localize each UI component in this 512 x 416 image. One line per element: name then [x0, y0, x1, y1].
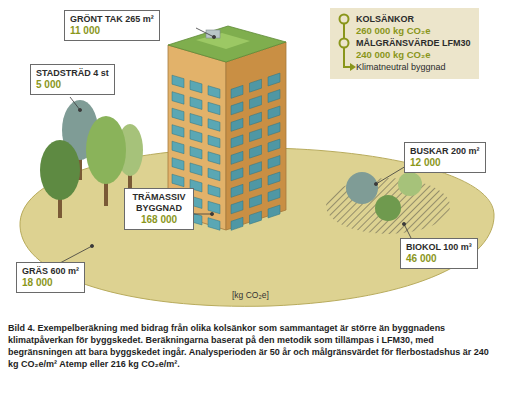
window	[190, 80, 202, 93]
window	[231, 151, 243, 164]
callout-value: 12 000	[410, 157, 480, 169]
window	[268, 123, 280, 136]
window	[172, 108, 184, 121]
callout-value: 5 000	[36, 79, 109, 91]
window	[231, 201, 243, 214]
bush	[346, 172, 378, 204]
window	[268, 205, 280, 218]
callout-title: TRÄMASSIV BYGGNAD	[130, 192, 188, 214]
window	[268, 73, 280, 86]
callout-box: BUSKAR 200 m²12 000	[404, 142, 486, 173]
callout-box: STADSTRÄD 4 st5 000	[30, 64, 115, 95]
window	[231, 118, 243, 131]
bullet-circle	[340, 39, 349, 48]
figure-caption: Bild 4. Exempelberäkning med bidrag från…	[8, 322, 500, 370]
window	[172, 158, 184, 171]
panel-value: 260 000 kg CO₂e	[336, 25, 471, 37]
window	[208, 152, 220, 165]
tree	[86, 116, 126, 184]
window	[172, 141, 184, 154]
window	[231, 102, 243, 115]
window	[208, 218, 220, 231]
arrow-head	[350, 63, 356, 71]
green-roof	[168, 26, 286, 62]
window	[268, 106, 280, 119]
callout-value: 18 000	[22, 277, 79, 289]
window	[268, 156, 280, 169]
callout-title: BUSKAR 200 m²	[410, 146, 480, 157]
panel-value: 240 000 kg CO₂e	[336, 49, 471, 61]
unit-label: [kg CO₂e]	[232, 290, 269, 300]
window	[250, 112, 262, 125]
window	[250, 162, 262, 175]
window	[268, 189, 280, 202]
window	[208, 135, 220, 148]
window	[190, 146, 202, 159]
window	[172, 75, 184, 88]
window	[190, 163, 202, 176]
callout-value: 11 000	[70, 25, 154, 37]
panel-label: Klimatneutral byggnad	[336, 61, 471, 73]
callout-box: TRÄMASSIV BYGGNAD168 000	[124, 188, 194, 230]
window	[250, 129, 262, 142]
panel-label: KOLSÄNKOR	[336, 13, 471, 25]
window	[190, 113, 202, 126]
window	[190, 130, 202, 143]
callout-title: GRÖNT TAK 265 m²	[70, 14, 154, 25]
callout-title: STADSTRÄD 4 st	[36, 68, 109, 79]
window	[208, 201, 220, 214]
window	[208, 168, 220, 181]
panel-label: MÅLGRÄNSVÄRDE LFM30	[336, 37, 471, 49]
callout-value: 46 000	[406, 253, 472, 265]
callout-value: 168 000	[130, 214, 188, 226]
biochar-area	[326, 178, 450, 234]
callout-box: GRÄS 600 m²18 000	[16, 262, 85, 293]
window	[208, 102, 220, 115]
window	[190, 97, 202, 110]
window	[250, 145, 262, 158]
window	[231, 85, 243, 98]
window	[250, 178, 262, 191]
window	[231, 184, 243, 197]
window	[208, 119, 220, 132]
tree	[40, 140, 80, 200]
window	[208, 86, 220, 99]
bush	[398, 172, 422, 196]
building-right-face	[226, 42, 286, 230]
window	[231, 135, 243, 148]
window	[250, 79, 262, 92]
window	[172, 92, 184, 105]
window	[250, 96, 262, 109]
window	[208, 185, 220, 198]
window	[172, 125, 184, 138]
window	[250, 195, 262, 208]
window	[250, 211, 262, 224]
callout-box: GRÖNT TAK 265 m²11 000	[64, 10, 160, 41]
summary-panel: KOLSÄNKOR260 000 kg CO₂eMÅLGRÄNSVÄRDE LF…	[330, 8, 479, 79]
roof-planting	[196, 33, 250, 49]
window	[268, 90, 280, 103]
window	[231, 217, 243, 230]
callout-title: BIOKOL 100 m³	[406, 242, 472, 253]
window	[231, 168, 243, 181]
window	[268, 139, 280, 152]
window	[172, 174, 184, 187]
callout-box: BIOKOL 100 m³46 000	[400, 238, 478, 269]
window	[268, 172, 280, 185]
bullet-circle	[340, 15, 349, 24]
callout-title: GRÄS 600 m²	[22, 266, 79, 277]
bush	[375, 195, 401, 221]
